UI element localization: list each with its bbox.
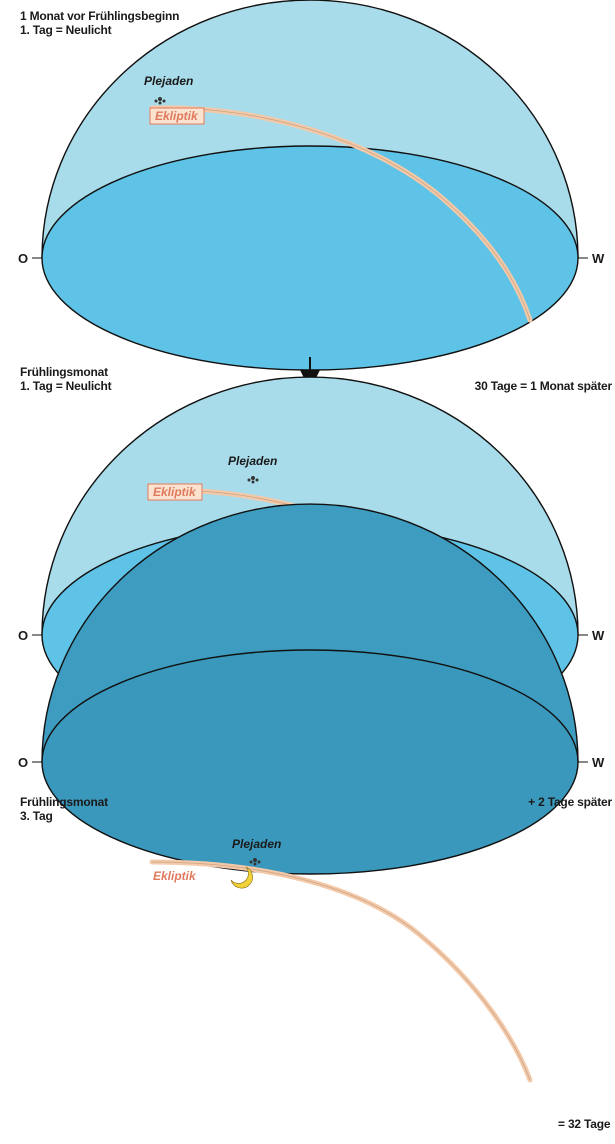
- west-label: W: [592, 628, 605, 643]
- ecliptic-label-box: [149, 107, 205, 125]
- time-note: 30 Tage = 1 Monat später: [475, 379, 613, 393]
- time-note: + 2 Tage später: [528, 795, 612, 809]
- plejaden-star-icon: [247, 476, 259, 484]
- ecliptic-band: [149, 859, 533, 1083]
- panel-1: Ekliptik Plejaden 1 Monat vor Frühlingsb…: [18, 0, 605, 371]
- panel-header-line1: 1 Monat vor Frühlingsbeginn: [20, 9, 179, 23]
- horizon-plane: [41, 649, 579, 875]
- panel-3: Ekliptik Plejaden Frühlingsmonat 3. Tag …: [18, 503, 613, 1083]
- panel-header-line2: 3. Tag: [20, 809, 53, 823]
- panel-header-line1: Frühlingsmonat: [20, 795, 108, 809]
- west-label: W: [592, 251, 605, 266]
- plejaden-star-icon: [249, 858, 261, 866]
- panel-header-line2: 1. Tag = Neulicht: [20, 23, 112, 37]
- west-label: W: [592, 755, 605, 770]
- east-label: O: [18, 755, 28, 770]
- panel-header-line2: 1. Tag = Neulicht: [20, 379, 112, 393]
- ecliptic-label: Ekliptik: [153, 485, 197, 499]
- ecliptic-label: Ekliptik: [155, 109, 199, 123]
- plejaden-label: Plejaden: [232, 837, 281, 851]
- east-label: O: [18, 251, 28, 266]
- plejaden-star-icon: [154, 97, 166, 105]
- ecliptic-label-box: [147, 483, 203, 501]
- panel-header-line1: Frühlingsmonat: [20, 365, 108, 379]
- east-label: O: [18, 628, 28, 643]
- ecliptic-label: Ekliptik: [153, 869, 197, 883]
- total-days-note: = 32 Tage: [558, 1117, 611, 1131]
- plejaden-label: Plejaden: [228, 454, 277, 468]
- moon-icon: [230, 866, 253, 889]
- plejaden-label: Plejaden: [144, 74, 193, 88]
